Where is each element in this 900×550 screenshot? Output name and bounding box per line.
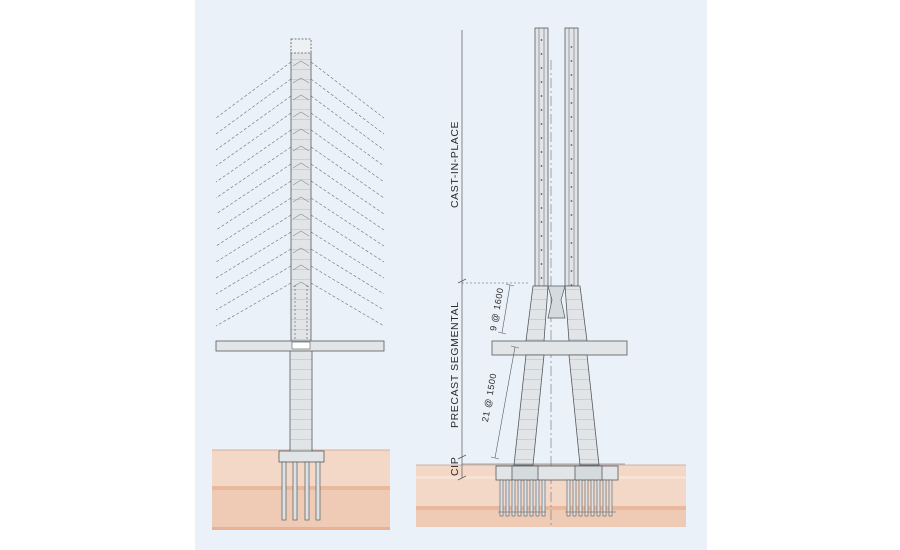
stay-cable-left (215, 180, 292, 231)
stay-cable-left (215, 282, 292, 327)
anchor-dots (540, 39, 573, 286)
front-deck (491, 340, 628, 356)
stay-cable-left (215, 197, 292, 247)
stay-cable-right (310, 197, 385, 247)
stay-cable-left (215, 78, 292, 135)
stay-cable-right (310, 282, 385, 327)
stay-cable-left (215, 248, 292, 295)
stay-cable-left (215, 112, 292, 167)
side-piles (281, 461, 321, 521)
side-pile-cap (278, 450, 325, 463)
stay-cable-left (215, 95, 292, 151)
leg-strut (547, 285, 566, 319)
stay-cable-right (310, 146, 385, 199)
stay-cable-left (215, 163, 292, 215)
construction-zone-dimension (457, 30, 625, 481)
front-piles (499, 479, 613, 517)
stay-cable-left (215, 146, 292, 199)
stay-cable-right (310, 112, 385, 167)
cast-in-place-label: CAST-IN-PLACE (449, 120, 461, 208)
stay-cables (215, 61, 385, 327)
pylon-lower-shaft (289, 349, 313, 453)
precast-segmental-label: PRECAST SEGMENTAL (449, 301, 461, 428)
stay-cable-right (310, 129, 385, 183)
segment-dimensions (490, 283, 520, 460)
stay-cable-right (310, 248, 385, 295)
stay-cable-left (215, 129, 292, 183)
stay-cable-right (310, 214, 385, 263)
stay-cable-right (310, 61, 385, 119)
stay-cable-right (310, 95, 385, 151)
side-elevation-view (212, 38, 390, 530)
pylon-anchor-marks (292, 60, 310, 288)
upper-precast-right-leg (564, 285, 588, 342)
lower-precast-right-leg (568, 354, 600, 466)
front-elevation-view (416, 27, 686, 527)
stay-cable-left (215, 265, 292, 311)
stay-cable-left (215, 61, 292, 119)
upper-precast-left-leg (525, 285, 549, 342)
stay-cable-right (310, 78, 385, 135)
upper-tower-legs (534, 27, 579, 287)
pylon-cap (290, 38, 312, 54)
stay-cable-right (310, 180, 385, 231)
lower-precast-left-leg (513, 354, 545, 466)
stay-cable-right (310, 265, 385, 311)
cip-label: CIP (449, 456, 461, 476)
stay-cable-right (310, 231, 385, 279)
stay-cable-right (310, 163, 385, 215)
